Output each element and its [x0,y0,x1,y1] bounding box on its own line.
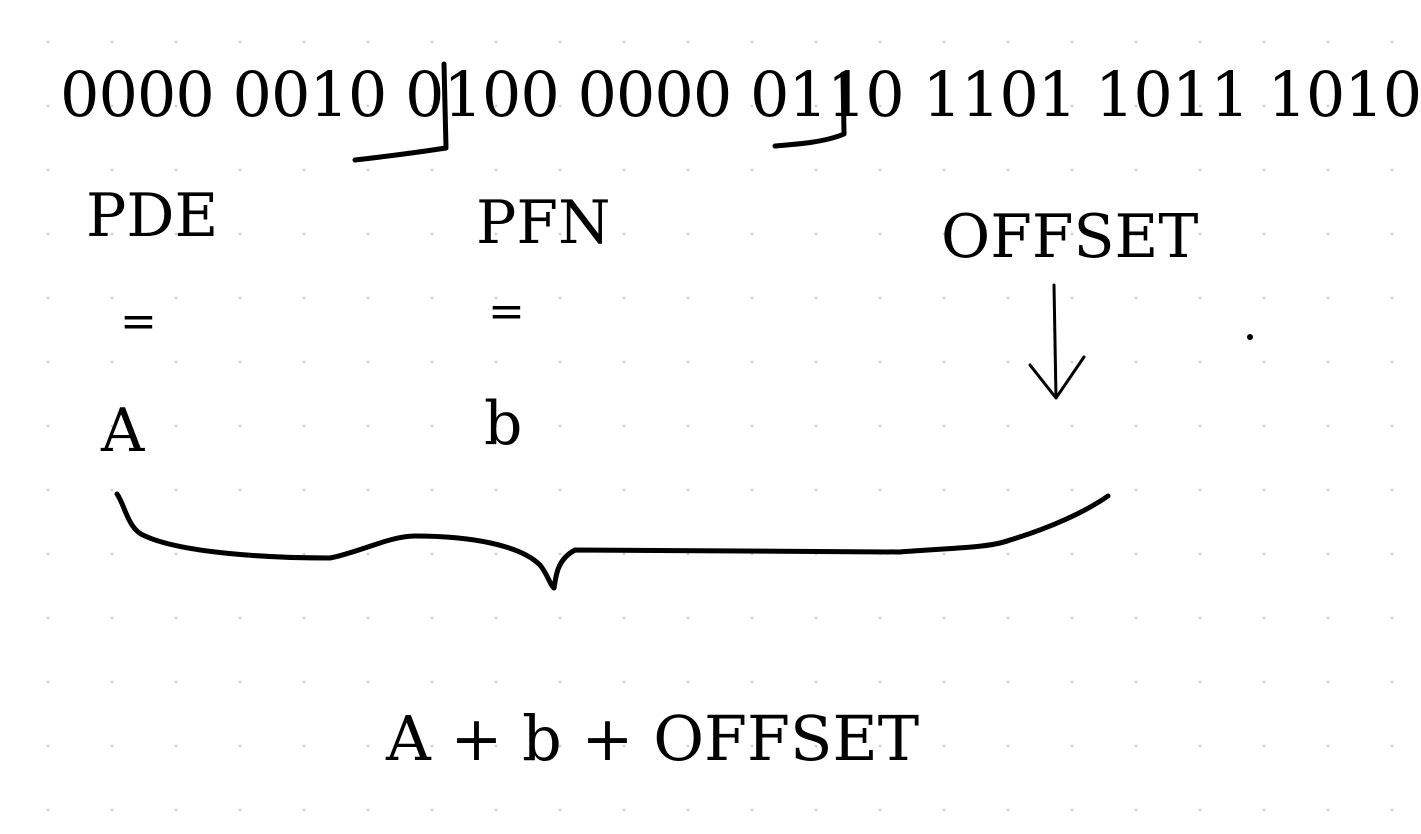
pfn-label: PFN [476,188,611,258]
offset-label: OFFSET [941,202,1199,272]
pde-label: PDE [86,181,219,251]
offset-arrow-icon [1028,283,1086,400]
binary-address: 0000 0010 0100 0000 0110 1101 1011 1010 [60,58,1421,131]
sum-expression: A + b + OFFSET [386,702,920,775]
grouping-brace [114,491,1111,591]
pde-value: A [101,396,145,466]
pfn-equals-sign: = [488,286,525,337]
pde-equals-sign: = [120,296,157,347]
stray-dot [1247,334,1253,340]
pfn-value: b [484,389,523,459]
